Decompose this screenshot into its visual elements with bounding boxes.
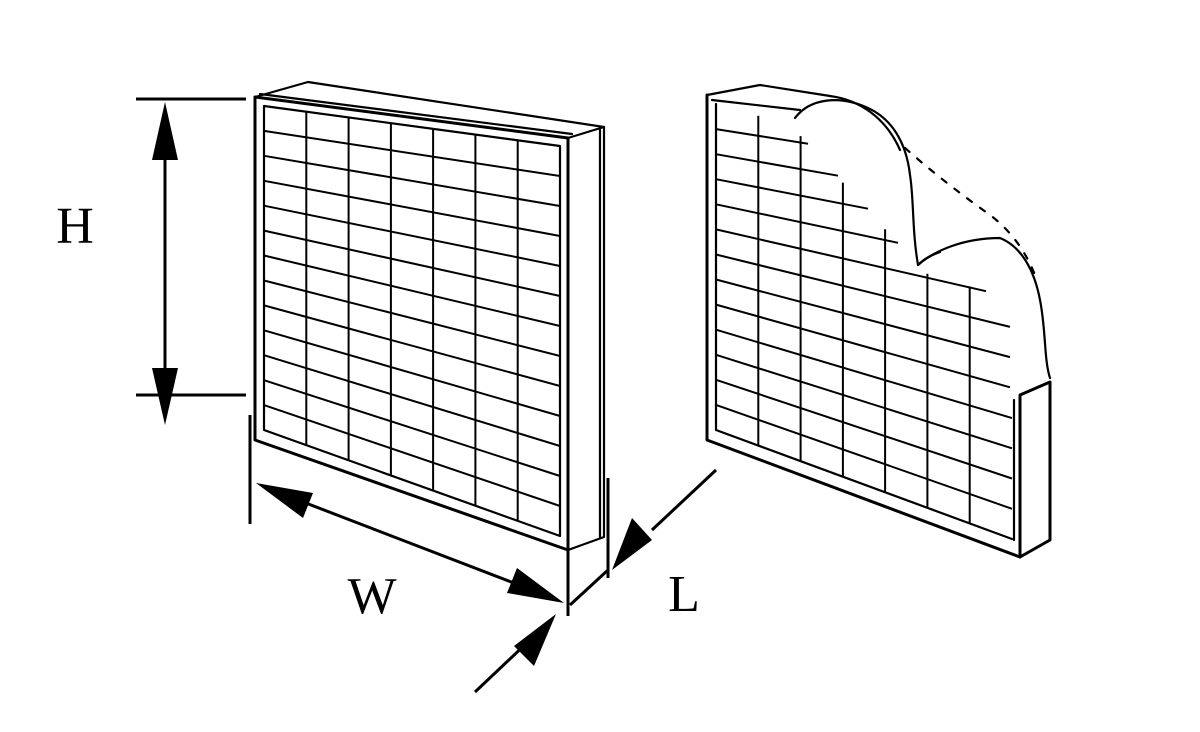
width-dimension-line — [284, 493, 533, 592]
grid-horizontal-line — [715, 203, 899, 244]
height-arrow-up-icon — [152, 102, 178, 160]
grid-horizontal-line — [715, 403, 1013, 510]
length-dimension: L — [473, 468, 718, 694]
length-dimension-line-upper — [650, 468, 718, 532]
grid-horizontal-line — [263, 254, 561, 327]
right-filter-corner-post — [1018, 380, 1052, 559]
grid-horizontal-line — [715, 278, 1011, 359]
grid-horizontal-line — [715, 228, 987, 293]
grid-horizontal-line — [263, 154, 561, 207]
grid-horizontal-line — [715, 353, 1013, 450]
right-filter-outer-frame — [705, 93, 1022, 559]
right-filter-grid — [715, 115, 1013, 524]
width-arrow-left-icon — [256, 483, 313, 518]
grid-horizontal-line — [715, 153, 839, 177]
grid-horizontal-line — [263, 354, 561, 447]
length-arrow-lower-icon — [514, 614, 556, 666]
grid-horizontal-line — [715, 178, 869, 210]
right-filter-cutaway — [705, 83, 1052, 559]
grid-horizontal-line — [263, 379, 561, 477]
grid-horizontal-line — [715, 378, 1013, 480]
grid-horizontal-line — [715, 128, 809, 145]
height-label: H — [56, 198, 94, 255]
height-arrow-down-icon — [152, 368, 178, 425]
width-arrow-right-icon — [507, 568, 564, 603]
grid-horizontal-line — [263, 204, 561, 267]
grid-horizontal-line — [263, 229, 561, 297]
grid-horizontal-line — [263, 129, 561, 177]
grid-horizontal-line — [263, 329, 561, 417]
width-label: W — [347, 568, 396, 625]
grid-horizontal-line — [263, 279, 561, 357]
grid-horizontal-line — [715, 328, 1013, 420]
length-arrow-upper-icon — [612, 518, 652, 570]
grid-horizontal-line — [263, 179, 561, 237]
width-dimension: W — [248, 415, 570, 625]
grid-horizontal-line — [263, 304, 561, 387]
grid-horizontal-line — [263, 404, 561, 507]
grid-horizontal-line — [715, 303, 1011, 389]
left-filter-grid — [263, 111, 561, 521]
right-filter-torn-edge — [793, 99, 1052, 380]
length-label: L — [668, 566, 700, 623]
left-filter-inner-frame — [262, 104, 562, 538]
right-filter-inner-frame — [714, 102, 1014, 541]
left-filter-top-face — [253, 80, 606, 140]
grid-horizontal-line — [715, 253, 1011, 328]
height-dimension: H — [56, 97, 246, 425]
length-extension-front — [568, 568, 610, 607]
left-filter-side-face — [566, 125, 606, 552]
left-filter — [253, 80, 606, 552]
